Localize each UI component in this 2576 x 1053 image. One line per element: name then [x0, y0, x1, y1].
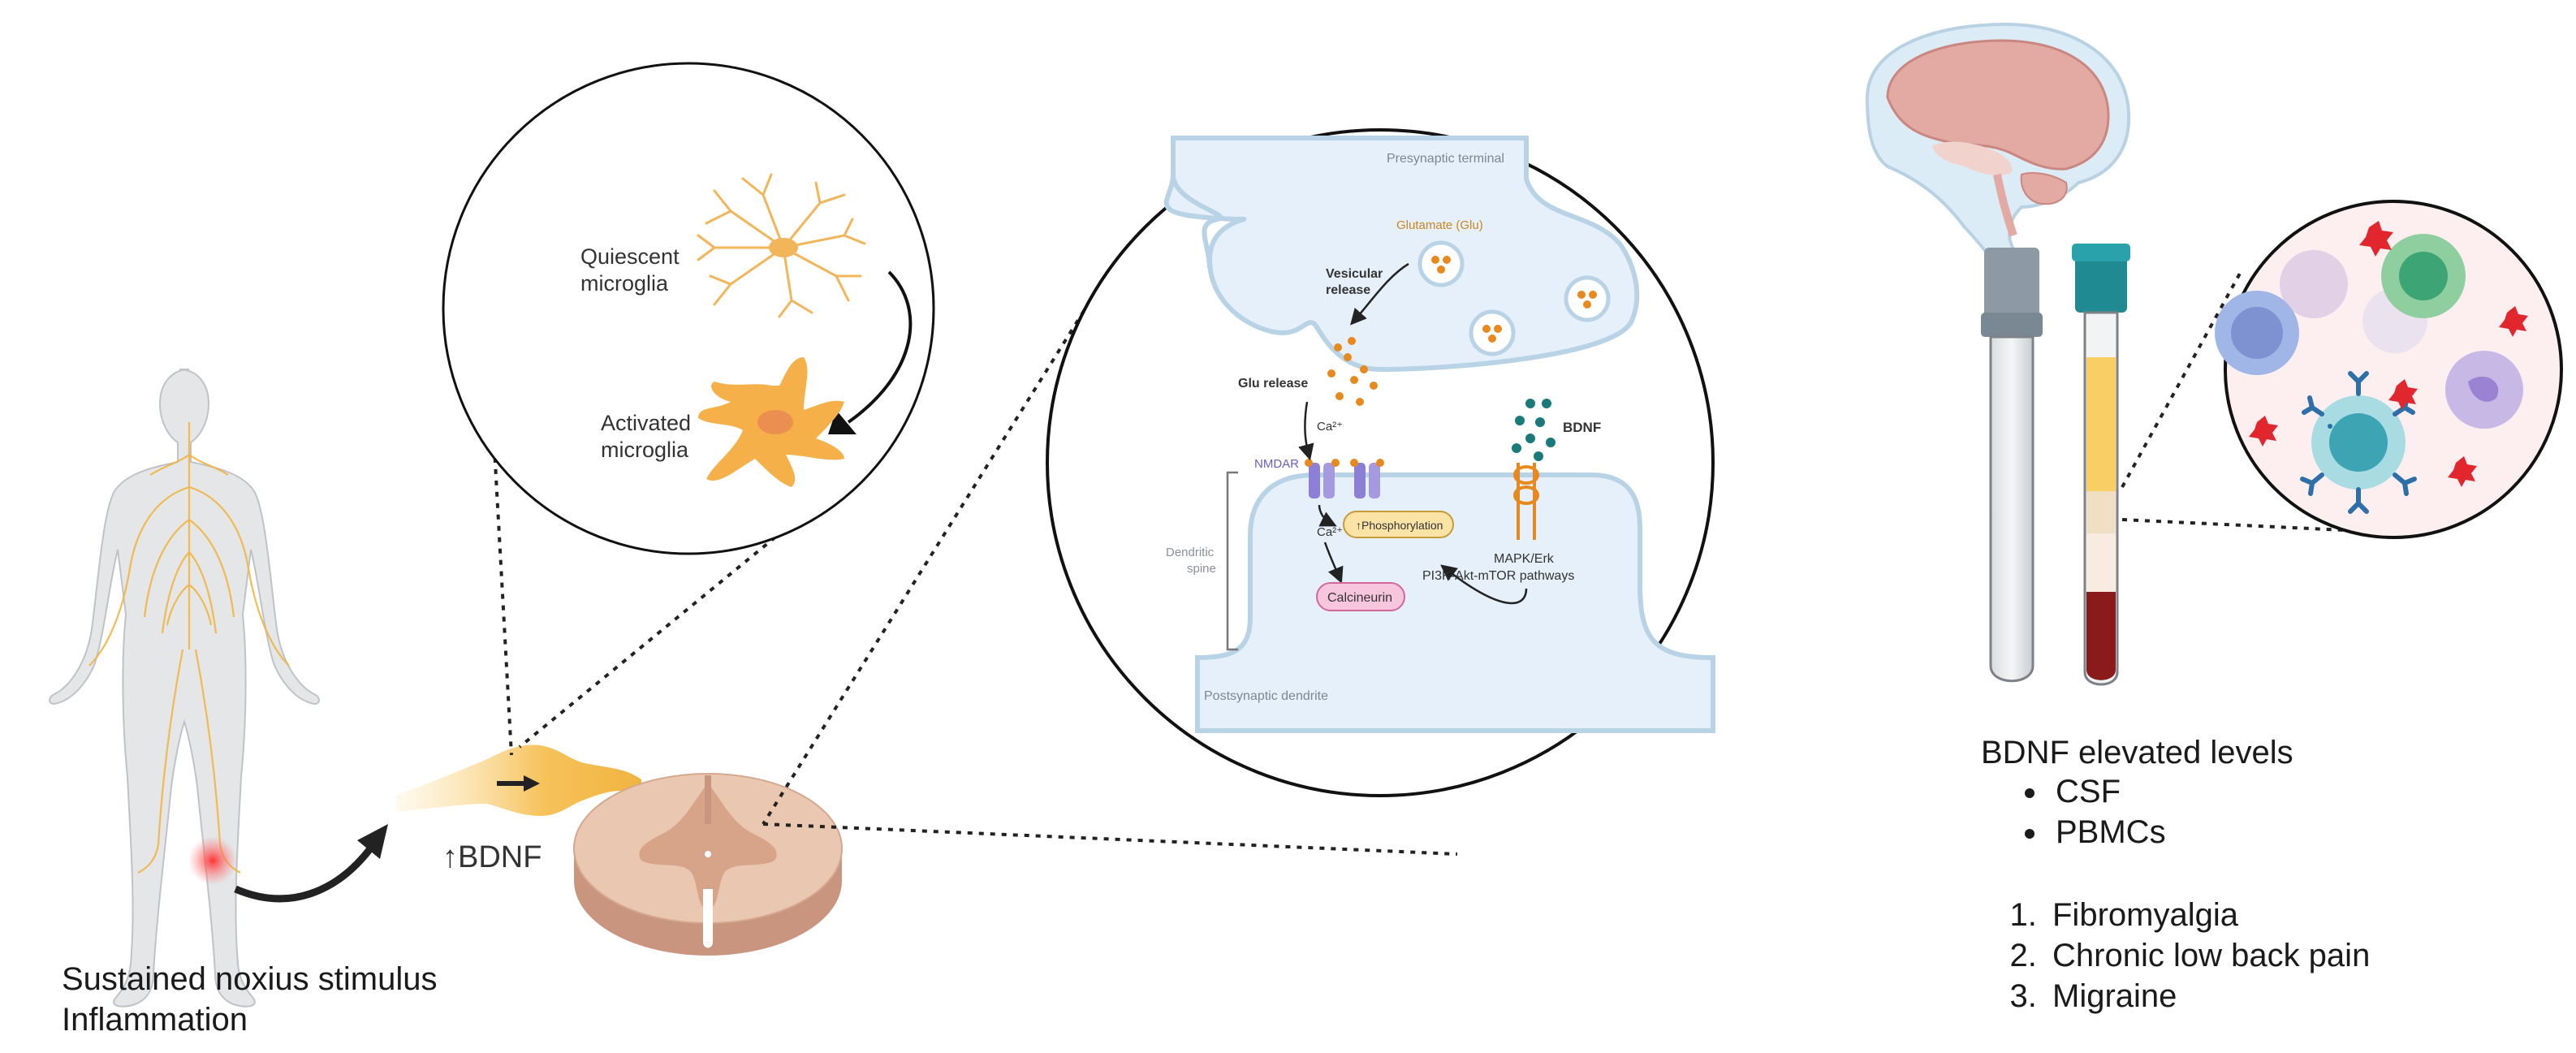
calcineurin-badge: [1316, 582, 1405, 611]
sensory-neuron: [396, 744, 641, 816]
biomarker-fluid-list: CSF PBMCs: [2017, 771, 2166, 852]
pbmc-cells: [2215, 234, 2523, 490]
ca-influx-arrow: [1298, 401, 1314, 461]
vesicles: [1417, 240, 1611, 356]
nervous-system-lines: [88, 422, 290, 874]
dendritic-label-2: spine: [1187, 562, 1216, 576]
antibodies: [2300, 371, 2417, 514]
fluid-item: PBMCs: [2049, 812, 2166, 852]
activation-arrow: [847, 270, 913, 424]
ca-to-phospho-arrow: [1318, 504, 1337, 527]
spinal-cord-cross-section: [573, 773, 843, 956]
vesicular-label-1: Vesicular: [1326, 267, 1383, 281]
glutamate-dots: [1327, 256, 1597, 406]
stimulus-label-line2: Inflammation: [62, 1002, 248, 1038]
bdnf-increase-label: ↑BDNF: [442, 840, 542, 874]
zoom-line-pbmc-upper: [2121, 271, 2242, 488]
microglia-zoom-circle: [442, 62, 935, 555]
csf-collection-tube: [1981, 248, 2043, 683]
trkb-receptor: [1513, 463, 1539, 540]
ca-to-calcineurin-arrow: [1323, 542, 1344, 584]
phosphorylation-badge: [1343, 511, 1454, 538]
dendritic-spine-bracket: [1226, 471, 1238, 651]
fluid-item: CSF: [2049, 771, 2166, 812]
postsynaptic-label: Postsynaptic dendrite: [1204, 689, 1328, 703]
bdnf-dots: [1512, 399, 1556, 461]
bdnf-synapse-label: BDNF: [1563, 420, 1601, 435]
nmdar-label: NMDAR: [1254, 457, 1299, 471]
blood-collection-tube: [2072, 244, 2130, 686]
condition-item: Fibromyalgia: [2046, 895, 2370, 935]
human-body-illustration: [49, 369, 320, 1008]
pathway-arrow: [1440, 564, 1528, 605]
glutamate-label: Glutamate (Glu): [1396, 218, 1483, 232]
activated-label-1: Activated: [601, 411, 691, 435]
zoom-line-microglia-right: [518, 449, 882, 749]
stimulus-arrowhead: [357, 824, 388, 859]
activated-microglia-cell: [698, 357, 844, 487]
postsynaptic-dendrite: [1195, 473, 1715, 733]
pain-site-glow: [188, 836, 237, 885]
ca-label-top: Ca²⁺: [1317, 420, 1343, 434]
presynaptic-label: Presynaptic terminal: [1387, 152, 1504, 166]
brain-sagittal-illustration: [1865, 22, 2131, 281]
dendritic-label-1: Dendritic: [1166, 546, 1215, 559]
zoom-line-pbmc-lower: [2121, 518, 2380, 533]
activated-label-2: microglia: [601, 438, 689, 462]
quiescent-microglia-body: [769, 238, 798, 257]
pi3k-label: PI3K-Akt-mTOR pathways: [1422, 569, 1574, 583]
phosphorylation-text: ↑Phosphorylation: [1356, 519, 1443, 532]
condition-item: Migraine: [2046, 976, 2370, 1016]
quiescent-label-1: Quiescent: [580, 244, 680, 269]
condition-list: Fibromyalgia Chronic low back pain Migra…: [2013, 895, 2370, 1016]
glu-release-label: Glu release: [1238, 377, 1308, 391]
biomarker-title: BDNF elevated levels: [1981, 735, 2293, 770]
vesicular-release-arrow: [1350, 262, 1409, 326]
mapk-label: MAPK/Erk: [1494, 552, 1555, 566]
vesicular-label-2: release: [1326, 283, 1370, 297]
nmdar-receptors: [1305, 459, 1384, 498]
stimulus-label-line1: Sustained noxius stimulus: [62, 961, 438, 997]
presynaptic-terminal: [1163, 136, 1640, 373]
body-silhouette: [49, 369, 320, 1008]
stimulus-arrow: [234, 842, 377, 903]
condition-item: Chronic low back pain: [2046, 935, 2370, 976]
platelets: [2249, 221, 2528, 487]
zoom-line-synapse-lower: [762, 822, 1458, 856]
quiescent-label-2: microglia: [580, 271, 669, 296]
quiescent-microglia-cell: [697, 173, 866, 318]
ca-label-bottom: Ca²⁺: [1317, 525, 1343, 539]
calcineurin-text: Calcineurin: [1327, 591, 1392, 605]
